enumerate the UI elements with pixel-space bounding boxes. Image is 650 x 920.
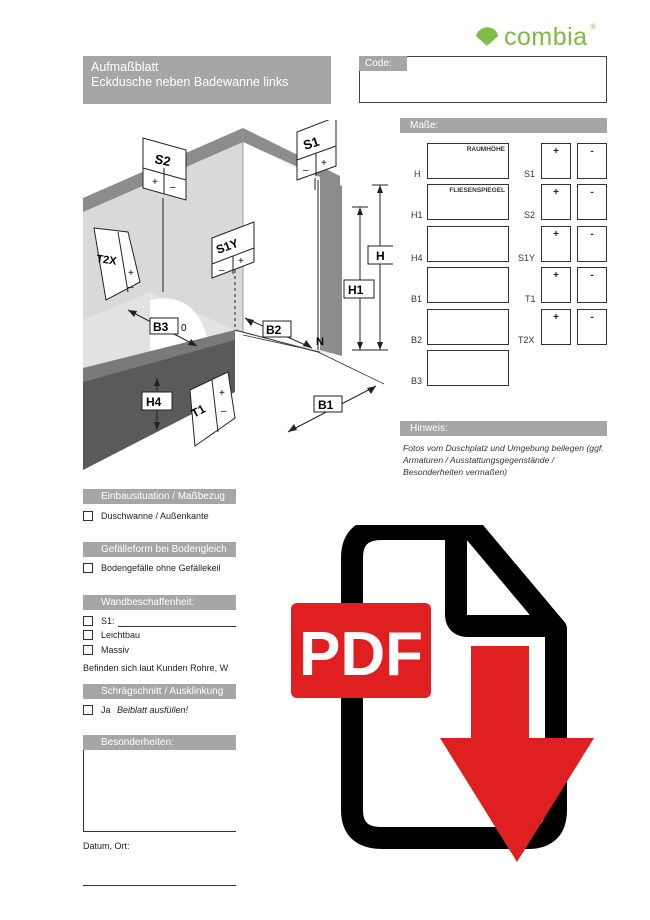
- pdf-label: PDF: [299, 620, 423, 689]
- label-t2x-row: T2X: [518, 335, 535, 345]
- besonder-textarea[interactable]: [83, 750, 236, 832]
- plus-sign: +: [553, 187, 559, 198]
- bodengefaelle-label: Bodengefälle ohne Gefällekeil: [101, 563, 221, 573]
- raumhoehe-field[interactable]: RAUMHÖHE: [427, 143, 509, 179]
- s1-minus: –: [303, 165, 309, 176]
- label-b3-row: B3: [411, 376, 423, 386]
- s1y-plus: +: [238, 256, 244, 267]
- t1-minus-field[interactable]: -: [577, 267, 607, 303]
- code-label: Code:: [359, 56, 407, 71]
- s1-plus-field[interactable]: +: [541, 143, 571, 179]
- shell-icon: [476, 27, 498, 46]
- massiv-checkbox[interactable]: [83, 645, 93, 655]
- b2-field[interactable]: [427, 309, 509, 345]
- label-t1-row: T1: [525, 294, 536, 304]
- sheet-title-line1: Aufmaßblatt: [91, 60, 159, 74]
- registered-mark: ®: [590, 24, 596, 31]
- minus-sign: -: [590, 270, 594, 281]
- wand-header: Wandbeschaffenheit:: [83, 595, 236, 610]
- h4-field[interactable]: [427, 226, 509, 262]
- rohre-note: Befinden sich laut Kunden Rohre, W: [83, 663, 229, 673]
- measures-header: Maße:: [400, 118, 607, 133]
- minus-sign: -: [590, 229, 594, 240]
- t1-plus-field[interactable]: +: [541, 267, 571, 303]
- duschwanne-label: Duschwanne / Außenkante: [101, 511, 209, 521]
- hint-header: Hinweis:: [400, 421, 607, 436]
- label-s1: S1: [301, 134, 321, 153]
- plus-sign: +: [553, 270, 559, 281]
- pdf-download-icon[interactable]: PDF: [288, 525, 598, 865]
- label-h4-row: H4: [411, 253, 423, 263]
- beiblatt-note: Beiblatt ausfüllen!: [117, 705, 189, 715]
- t1-plus: +: [219, 388, 225, 399]
- minus-sign: -: [590, 146, 594, 157]
- einbau-header: Einbausituation / Maßbezug: [83, 489, 236, 504]
- datum-label: Datum, Ort:: [83, 841, 130, 851]
- label-b3: B3: [153, 320, 169, 334]
- minus-sign: -: [590, 187, 594, 198]
- label-t2x: T2X: [96, 253, 118, 268]
- b3-field[interactable]: [427, 350, 509, 386]
- raumhoehe-tag: RAUMHÖHE: [466, 146, 505, 153]
- label-zero: 0: [181, 323, 187, 334]
- label-s2-row: S2: [524, 210, 536, 220]
- b1-field[interactable]: [427, 267, 509, 303]
- bodengefaelle-checkbox[interactable]: [83, 563, 93, 573]
- t1-minus: –: [221, 406, 227, 417]
- label-h4: H4: [146, 395, 162, 409]
- s1y-plus-field[interactable]: +: [541, 226, 571, 262]
- t2x-plus-field[interactable]: +: [541, 309, 571, 345]
- label-h-row: H: [414, 169, 421, 179]
- label-b2-row: B2: [411, 335, 423, 345]
- fliesenspiegel-tag: FLIESENSPIEGEL: [449, 187, 505, 194]
- label-h1-row: H1: [411, 210, 423, 220]
- minus-sign: -: [590, 312, 594, 323]
- s1-input-line[interactable]: [118, 626, 236, 627]
- label-s2: S2: [153, 151, 172, 169]
- s2-minus-field[interactable]: -: [577, 184, 607, 220]
- plus-sign: +: [553, 229, 559, 240]
- label-b1-row: B1: [411, 294, 423, 304]
- code-field[interactable]: [359, 56, 607, 103]
- fliesenspiegel-field[interactable]: FLIESENSPIEGEL: [427, 184, 509, 220]
- massiv-label: Massiv: [101, 645, 130, 655]
- besonder-header: Besonderheiten:: [83, 735, 236, 750]
- t2x-plus: +: [128, 268, 134, 279]
- label-t1: T1: [189, 402, 208, 421]
- label-b1: B1: [318, 398, 334, 412]
- s1y-minus-field[interactable]: -: [577, 226, 607, 262]
- sheet-title: Aufmaßblatt Eckdusche neben Badewanne li…: [83, 56, 331, 104]
- t2x-minus-field[interactable]: -: [577, 309, 607, 345]
- label-s1-row: S1: [524, 169, 536, 179]
- sheet-title-line2: Eckdusche neben Badewanne links: [91, 75, 289, 89]
- brand-name: combia: [504, 22, 588, 51]
- s1y-minus: –: [219, 265, 225, 276]
- label-h: H: [376, 249, 385, 263]
- s2-plus-field[interactable]: +: [541, 184, 571, 220]
- combia-logo: combia ®: [474, 22, 596, 52]
- s1-minus-field[interactable]: -: [577, 143, 607, 179]
- s1-plus: +: [321, 158, 327, 169]
- label-h1: H1: [348, 283, 364, 297]
- s1-checkbox[interactable]: [83, 616, 93, 626]
- plus-sign: +: [553, 312, 559, 323]
- ja-checkbox[interactable]: [83, 705, 93, 715]
- s2-plus: +: [152, 177, 158, 188]
- leichtbau-label: Leichtbau: [101, 630, 141, 640]
- hint-text: Fotos vom Duschplatz und Umgebung beileg…: [403, 443, 604, 477]
- schraeg-header: Schrägschnitt / Ausklinkung: [83, 684, 236, 699]
- s1-wall-label: S1:: [101, 616, 115, 626]
- gefaelle-header: Gefälleform bei Bodengleich: [83, 542, 236, 557]
- duschwanne-checkbox[interactable]: [83, 511, 93, 521]
- label-n: N: [316, 336, 324, 348]
- room-diagram: S2 + – S1 – + S1Y – + T2X + – T1 + – B3 …: [83, 120, 393, 470]
- leichtbau-checkbox[interactable]: [83, 630, 93, 640]
- signature-line[interactable]: [83, 885, 236, 886]
- label-s1y-row: S1Y: [518, 253, 536, 263]
- plus-sign: +: [553, 146, 559, 157]
- ja-label: Ja: [101, 705, 111, 715]
- label-b2: B2: [266, 323, 282, 337]
- t2x-minus: –: [128, 282, 134, 293]
- s2-minus: –: [170, 182, 176, 193]
